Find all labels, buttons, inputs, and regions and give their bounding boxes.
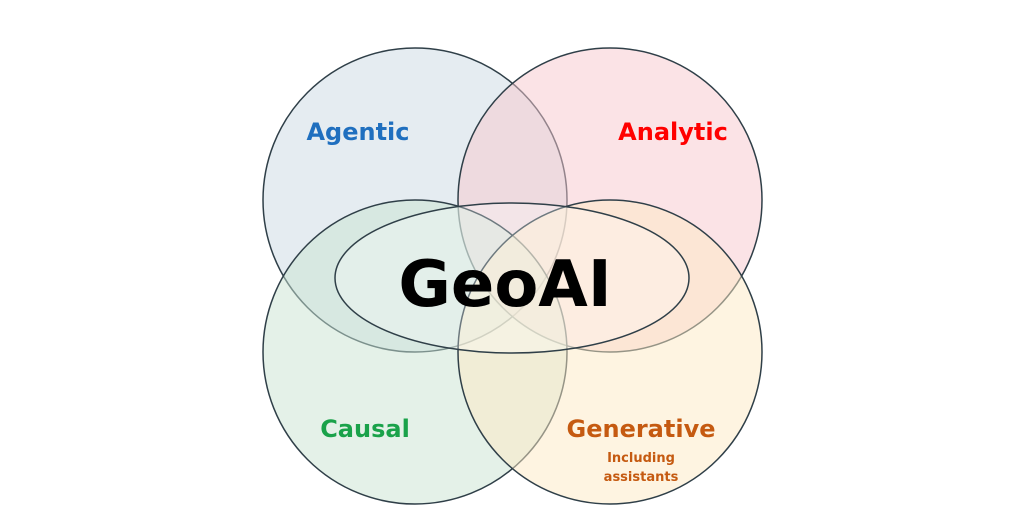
geoai-center-ellipse	[334, 202, 690, 354]
geoai-center-label: GeoAI	[398, 248, 611, 322]
generative-label: Generative	[567, 415, 716, 443]
generative-sublabel-line-2: assistants	[604, 470, 679, 485]
generative-circle	[457, 199, 763, 505]
agentic-label: Agentic	[306, 118, 409, 146]
generative-sublabel-line-1: Including	[607, 451, 675, 466]
analytic-label: Analytic	[618, 118, 728, 146]
causal-label: Causal	[320, 415, 410, 443]
